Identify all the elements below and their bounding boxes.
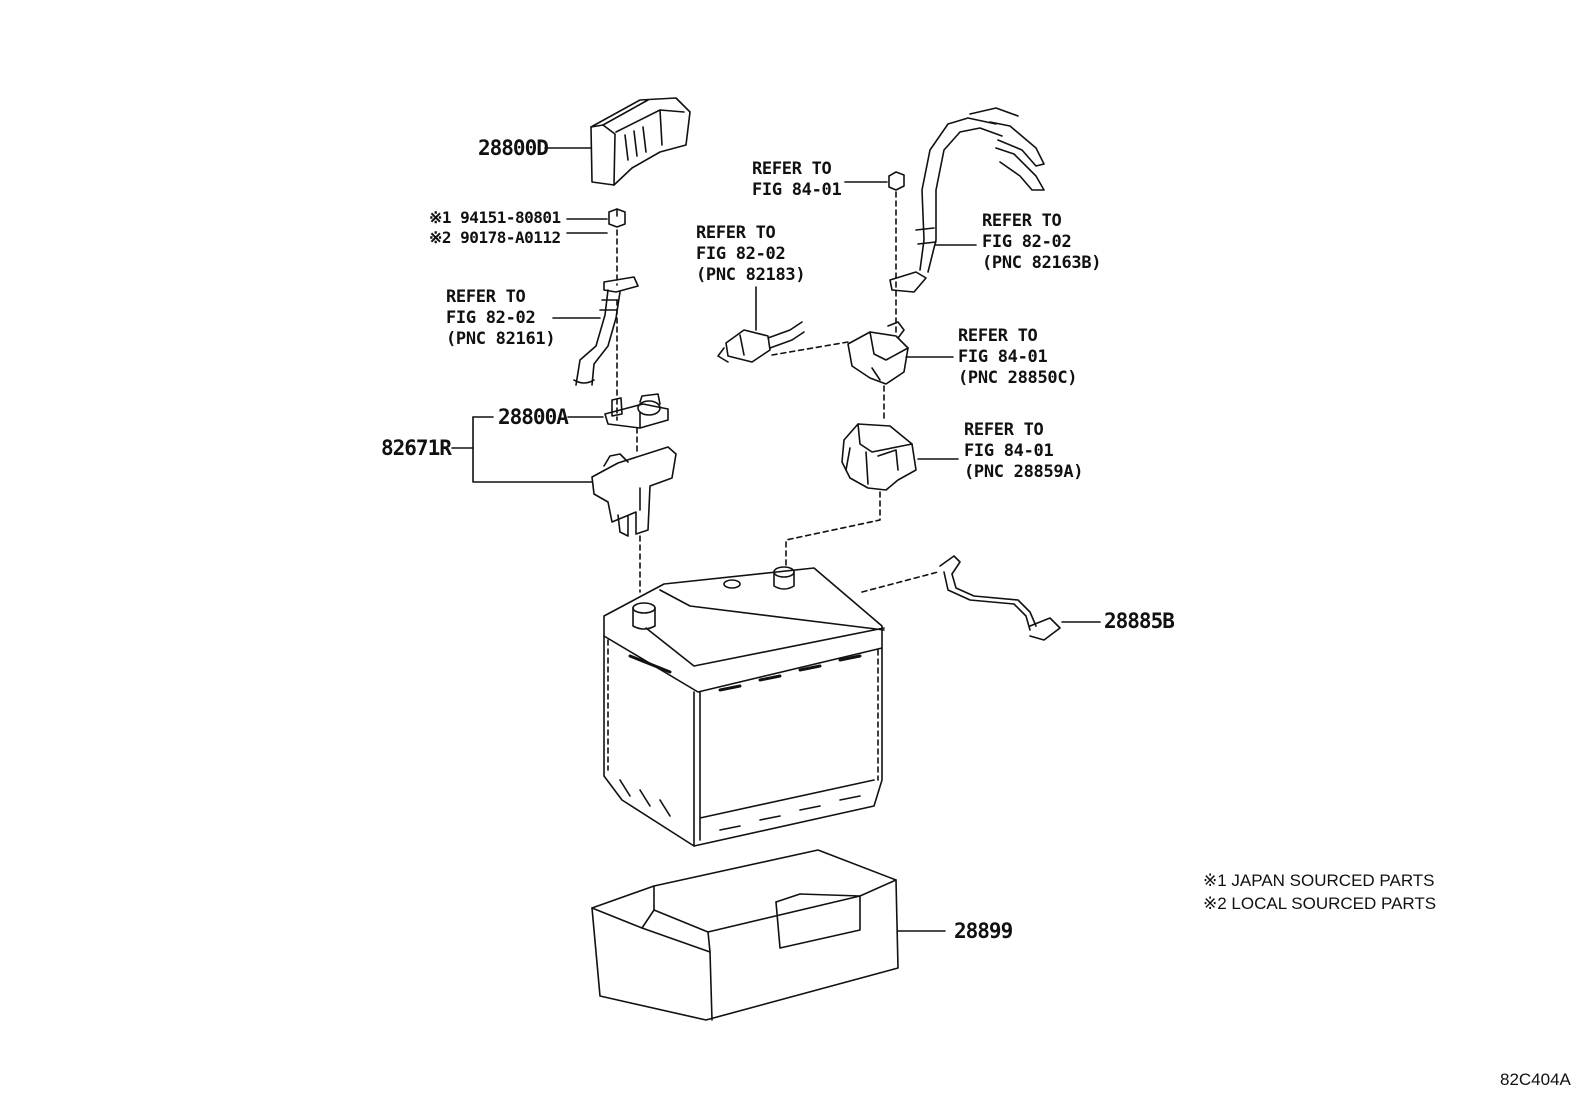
ref-callout-82183: REFER TO FIG 82-02 (PNC 82183) bbox=[696, 223, 806, 286]
ref-line: REFER TO bbox=[752, 159, 832, 179]
part-label-28885B: 28885B bbox=[1104, 609, 1175, 633]
legend-note: ※1 JAPAN SOURCED PARTS ※2 LOCAL SOURCED … bbox=[1203, 869, 1436, 915]
ref-line: (PNC 28850C) bbox=[958, 368, 1078, 388]
dash-line-connector bbox=[771, 341, 849, 356]
ref-line: FIG 84-01 bbox=[752, 180, 842, 200]
ref-line: (PNC 82161) bbox=[446, 329, 556, 349]
dash-line-sensor bbox=[861, 571, 939, 593]
part-label-28800D: 28800D bbox=[478, 136, 549, 160]
connector-82183 bbox=[717, 321, 805, 363]
terminal-cover-28800D bbox=[590, 97, 691, 186]
ref-line: FIG 84-01 bbox=[964, 441, 1054, 461]
ref-line: REFER TO bbox=[964, 420, 1044, 440]
negative-cable-end bbox=[573, 276, 639, 386]
sensor-cable-28885B bbox=[939, 555, 1061, 641]
ref-callout-28859A: REFER TO FIG 84-01 (PNC 28859A) bbox=[964, 420, 1084, 483]
nut-icon bbox=[888, 171, 905, 191]
bolt-part-label-2: ※2 90178-A0112 bbox=[429, 228, 561, 247]
ref-line: REFER TO bbox=[446, 287, 526, 307]
note-local-sourced: ※2 LOCAL SOURCED PARTS bbox=[1203, 894, 1437, 913]
ref-callout-28850C: REFER TO FIG 84-01 (PNC 28850C) bbox=[958, 326, 1078, 389]
bolt-icon bbox=[608, 208, 626, 228]
battery-tray-28899 bbox=[591, 849, 899, 1021]
ref-line: FIG 82-02 bbox=[982, 232, 1072, 252]
part-label-82671R: 82671R bbox=[381, 436, 452, 460]
ref-line: FIG 84-01 bbox=[958, 347, 1048, 367]
ref-callout-nut: REFER TO FIG 84-01 bbox=[752, 159, 842, 201]
ref-line: FIG 82-02 bbox=[696, 244, 786, 264]
positive-cable bbox=[889, 107, 1045, 293]
note-japan-sourced: ※1 JAPAN SOURCED PARTS bbox=[1203, 871, 1435, 890]
part-label-28899: 28899 bbox=[954, 919, 1013, 943]
dash-line-cover bbox=[785, 491, 881, 567]
bracket-82671R bbox=[591, 446, 677, 537]
part-label-28800A: 28800A bbox=[498, 405, 569, 429]
ref-line: (PNC 82183) bbox=[696, 265, 806, 285]
ref-line: REFER TO bbox=[982, 211, 1062, 231]
ref-line: REFER TO bbox=[958, 326, 1038, 346]
ref-line: FIG 82-02 bbox=[446, 308, 536, 328]
bracket-line-82671R bbox=[472, 416, 593, 483]
ref-line: (PNC 82163B) bbox=[982, 253, 1102, 273]
ref-line: (PNC 28859A) bbox=[964, 462, 1084, 482]
ref-callout-82163B: REFER TO FIG 82-02 (PNC 82163B) bbox=[982, 211, 1102, 274]
figure-code: 82C404A bbox=[1500, 1070, 1571, 1089]
battery bbox=[603, 566, 885, 847]
ref-line: REFER TO bbox=[696, 223, 776, 243]
terminal-clamp-28800A bbox=[604, 393, 669, 429]
cover-28859A bbox=[841, 423, 917, 491]
bolt-part-label-1: ※1 94151-80801 bbox=[429, 208, 561, 227]
terminal-28850C bbox=[847, 321, 909, 385]
ref-callout-82161: REFER TO FIG 82-02 (PNC 82161) bbox=[446, 287, 556, 350]
